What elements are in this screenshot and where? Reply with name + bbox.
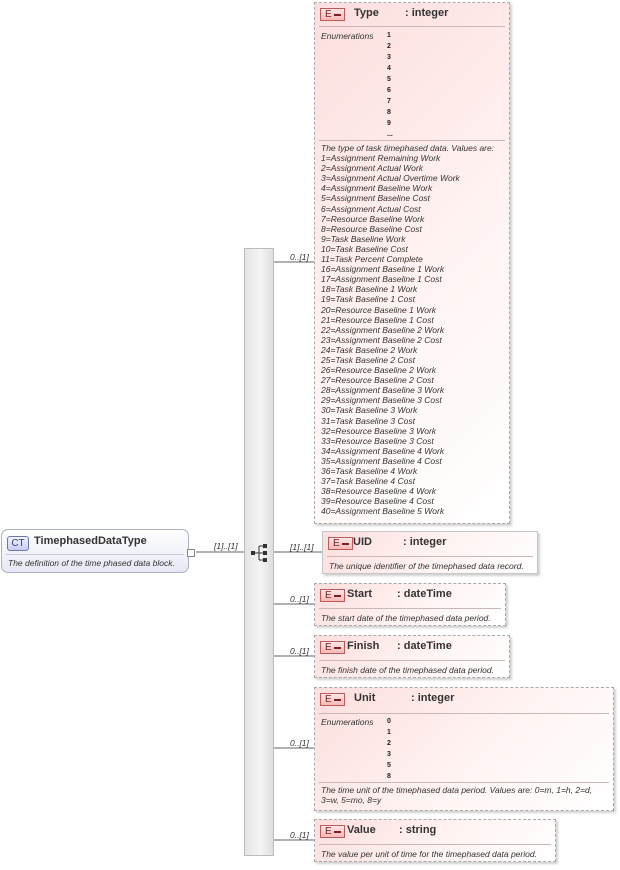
enumerations-label: Enumerations (321, 31, 374, 41)
element-finish[interactable]: E Finish : dateTime The finish date of t… (314, 635, 510, 678)
element-doc: The value per unit of time for the timep… (321, 849, 537, 859)
element-type-label: : integer (405, 7, 449, 19)
enum-value: ... (387, 131, 393, 138)
enum-value: 0 (387, 718, 391, 725)
element-type-label: : dateTime (397, 588, 452, 600)
enum-value: 4 (387, 65, 391, 72)
enum-value: 2 (387, 43, 391, 50)
enum-value: 7 (387, 98, 391, 105)
element-badge-icon: E (328, 537, 353, 550)
element-badge-icon: E (320, 8, 345, 21)
enum-value: 8 (387, 773, 391, 780)
type-multiplicity: 0..[1] (290, 252, 309, 262)
element-doc: The unique identifier of the timephased … (329, 561, 524, 571)
enum-value: 5 (387, 762, 391, 769)
divider (319, 713, 609, 714)
element-type-label: : integer (403, 536, 447, 548)
uid-multiplicity: [1]..[1] (290, 542, 314, 552)
element-name: UID (353, 536, 372, 548)
enum-value: 9 (387, 120, 391, 127)
divider (319, 660, 505, 661)
element-badge-icon: E (320, 641, 345, 654)
element-doc: The finish date of the timephased data p… (321, 665, 494, 675)
element-doc: The type of task timephased data. Values… (321, 143, 495, 517)
sequence-icon[interactable] (250, 544, 270, 562)
enum-value: 8 (387, 109, 391, 116)
expand-connector-icon[interactable] (187, 549, 195, 557)
complex-type-name: TimephasedDataType (34, 535, 147, 547)
value-multiplicity: 0..[1] (290, 830, 309, 840)
element-badge-icon: E (320, 589, 345, 602)
element-name: Finish (347, 640, 380, 652)
enum-value: 6 (387, 87, 391, 94)
complex-type-box[interactable]: CT TimephasedDataType The definition of … (1, 529, 195, 573)
unit-multiplicity: 0..[1] (290, 738, 309, 748)
element-badge-icon: E (320, 825, 345, 838)
divider (319, 26, 505, 27)
enumerations-label: Enumerations (321, 717, 374, 727)
start-multiplicity: 0..[1] (290, 594, 309, 604)
element-badge-icon: E (320, 693, 345, 706)
element-doc: The time unit of the timephased data per… (321, 785, 593, 806)
finish-multiplicity: 0..[1] (290, 646, 309, 656)
divider (319, 608, 501, 609)
element-name: Start (347, 588, 373, 600)
element-uid[interactable]: E UID : integer The unique identifier of… (322, 531, 538, 574)
element-start[interactable]: E Start : dateTime The start date of the… (314, 583, 506, 626)
enum-value: 5 (387, 76, 391, 83)
enumeration-values: 0 1 2 3 5 8 (387, 716, 391, 782)
element-name: Unit (354, 692, 376, 704)
enum-value: 2 (387, 740, 391, 747)
element-type-label: : integer (411, 692, 455, 704)
enum-value: 1 (387, 729, 391, 736)
element-type-label: : string (399, 824, 437, 836)
enum-value: 1 (387, 32, 391, 39)
complex-type-doc: The definition of the time phased data b… (8, 558, 175, 568)
divider (6, 554, 184, 555)
divider (319, 782, 609, 783)
element-doc: The start date of the timephased data pe… (321, 613, 491, 623)
divider (319, 140, 505, 141)
complex-type-multiplicity: [1]..[1] (214, 541, 238, 551)
element-type[interactable]: E Type : integer Enumerations 1 2 3 4 5 … (314, 2, 510, 524)
enum-value: 3 (387, 54, 391, 61)
element-type-label: : dateTime (397, 640, 452, 652)
enum-value: 3 (387, 751, 391, 758)
element-unit[interactable]: E Unit : integer Enumerations 0 1 2 3 5 … (314, 687, 614, 811)
divider (319, 844, 551, 845)
element-value[interactable]: E Value : string The value per unit of t… (314, 819, 556, 862)
element-name: Type (354, 7, 379, 19)
enumeration-values: 1 2 3 4 5 6 7 8 9 ... (387, 30, 393, 140)
divider (327, 556, 533, 557)
element-name: Value (347, 824, 376, 836)
complex-type-badge: CT (7, 536, 29, 551)
